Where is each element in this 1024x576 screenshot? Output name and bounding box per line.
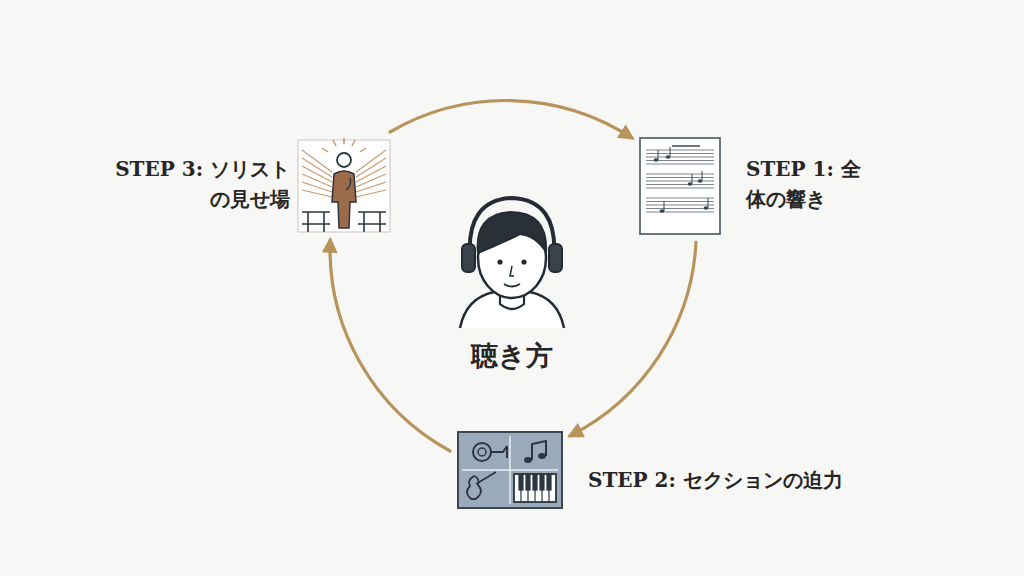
score-icon [640, 138, 720, 234]
soloist-icon [298, 138, 390, 232]
center-title: 聴き方 [450, 339, 574, 373]
step-node: STEP 2: セクションの迫力 [458, 432, 562, 508]
section-icon [458, 432, 562, 508]
cycle-arrow [570, 242, 696, 436]
step-label: STEP 1: 全体の響き [746, 154, 864, 214]
step-label: STEP 2: セクションの迫力 [588, 465, 843, 495]
cycle-arrow [390, 101, 632, 138]
listener-icon [460, 198, 564, 328]
center-node: 聴き方 [450, 195, 574, 373]
step-node: STEP 3: ソリストの見せ場 [298, 140, 390, 232]
cycle-arrow [330, 240, 450, 451]
step-label: STEP 3: ソリストの見せ場 [100, 154, 290, 214]
step-node: STEP 1: 全体の響き [640, 138, 720, 234]
